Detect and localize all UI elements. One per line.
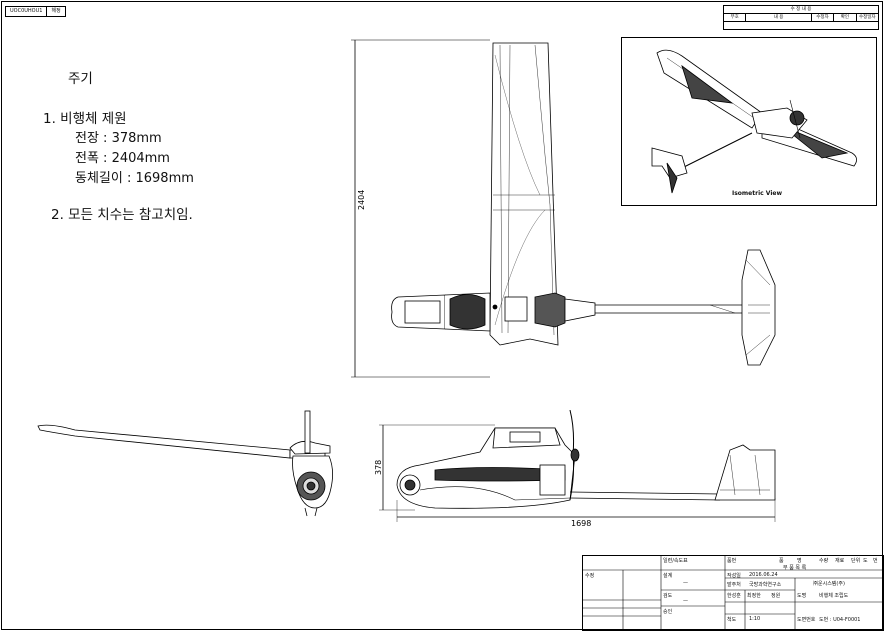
side-view: 378 1698 (375, 410, 776, 528)
dimension-span: 2404 (357, 190, 366, 210)
title-block: 일련/속도표 품번 품 명 수량 재료 단위 도 번 부 품 목 록 수정 설계… (582, 555, 884, 631)
title-block-grid (583, 556, 883, 630)
revision-block: 수 정 내 용 부호 내 용 수정자 확인 수정일자 (723, 5, 879, 30)
spec-length: 동체길이 : 1698mm (75, 171, 194, 186)
sheet-drw-b: 번 (873, 558, 878, 564)
isometric-view (621, 37, 877, 206)
revision-col: 수정자 (812, 14, 835, 21)
isometric-caption: Isometric View (732, 190, 782, 197)
sheet-item-name-a: 품 (779, 558, 784, 564)
notes-title: 주기 (68, 71, 93, 87)
ident-header: 일련/속도표 (663, 558, 688, 564)
spec-height: 전장 : 378mm (75, 131, 162, 146)
date-value: 2016.06.24 (749, 572, 778, 578)
dimension-length: 1698 (571, 519, 591, 528)
date-label: 작성일 (727, 573, 741, 579)
drawing-no-label: 도면번호 (797, 617, 816, 623)
left-label-revise: 수정 (585, 573, 595, 579)
revision-col: 확인 (834, 14, 857, 21)
part-list-label: 부 품 목 록 (783, 565, 807, 571)
note-item-1: 1. 비행체 제원 (43, 111, 127, 127)
scale-label: 척도 (727, 617, 737, 623)
customer-label: 발주처 (727, 582, 741, 588)
customer-value: 국방과학연구소 (749, 582, 782, 588)
sheet-unit: 단위 (851, 558, 861, 564)
sheet-material: 재료 (835, 558, 845, 564)
revision-col: 수정일자 (858, 15, 876, 20)
company-value: ㈜운시스템(주) (813, 581, 845, 587)
revision-col: 부호 (724, 14, 747, 21)
drawing-number: UOC0UHOU1 (10, 8, 43, 14)
spec-span: 전폭 : 2404mm (75, 151, 170, 166)
dash-2: — (683, 598, 688, 604)
role-design: 설계 (663, 573, 673, 579)
name-checker: 최정한 (747, 593, 761, 599)
drawing-no-value: 도번 : U04-F0001 (819, 617, 861, 623)
drawing-name: 비행체 조립도 (819, 593, 849, 599)
revision-col: 내 용 (746, 14, 812, 21)
note-item-2: 2. 모든 치수는 참고치임. (51, 207, 193, 223)
drawing-number-box: UOC0UHOU1 해정 (5, 6, 66, 17)
drawing-number-suffix: 해정 (46, 7, 64, 16)
name-designer: 한성훈 (727, 593, 741, 599)
front-view (37, 410, 333, 517)
scale-value: 1:10 (749, 616, 761, 622)
name-approver: 정원 (771, 593, 781, 599)
sheet-qty: 수량 (819, 558, 829, 564)
sheet-drw-a: 도 (863, 558, 868, 564)
dash-1: — (683, 580, 688, 586)
sheet-item-no: 품번 (727, 558, 737, 564)
revision-header: 부호 내 용 수정자 확인 수정일자 (724, 14, 878, 22)
sheet-item-name-b: 명 (797, 558, 802, 564)
role-approve: 승인 (663, 609, 673, 615)
role-check: 검도 (663, 593, 673, 599)
isometric-drawing (651, 49, 857, 194)
revision-title: 수 정 내 용 (724, 6, 878, 14)
top-view: 2404 (351, 39, 776, 378)
drawing-name-label: 도명 (797, 593, 807, 599)
dimension-height: 378 (375, 460, 383, 475)
